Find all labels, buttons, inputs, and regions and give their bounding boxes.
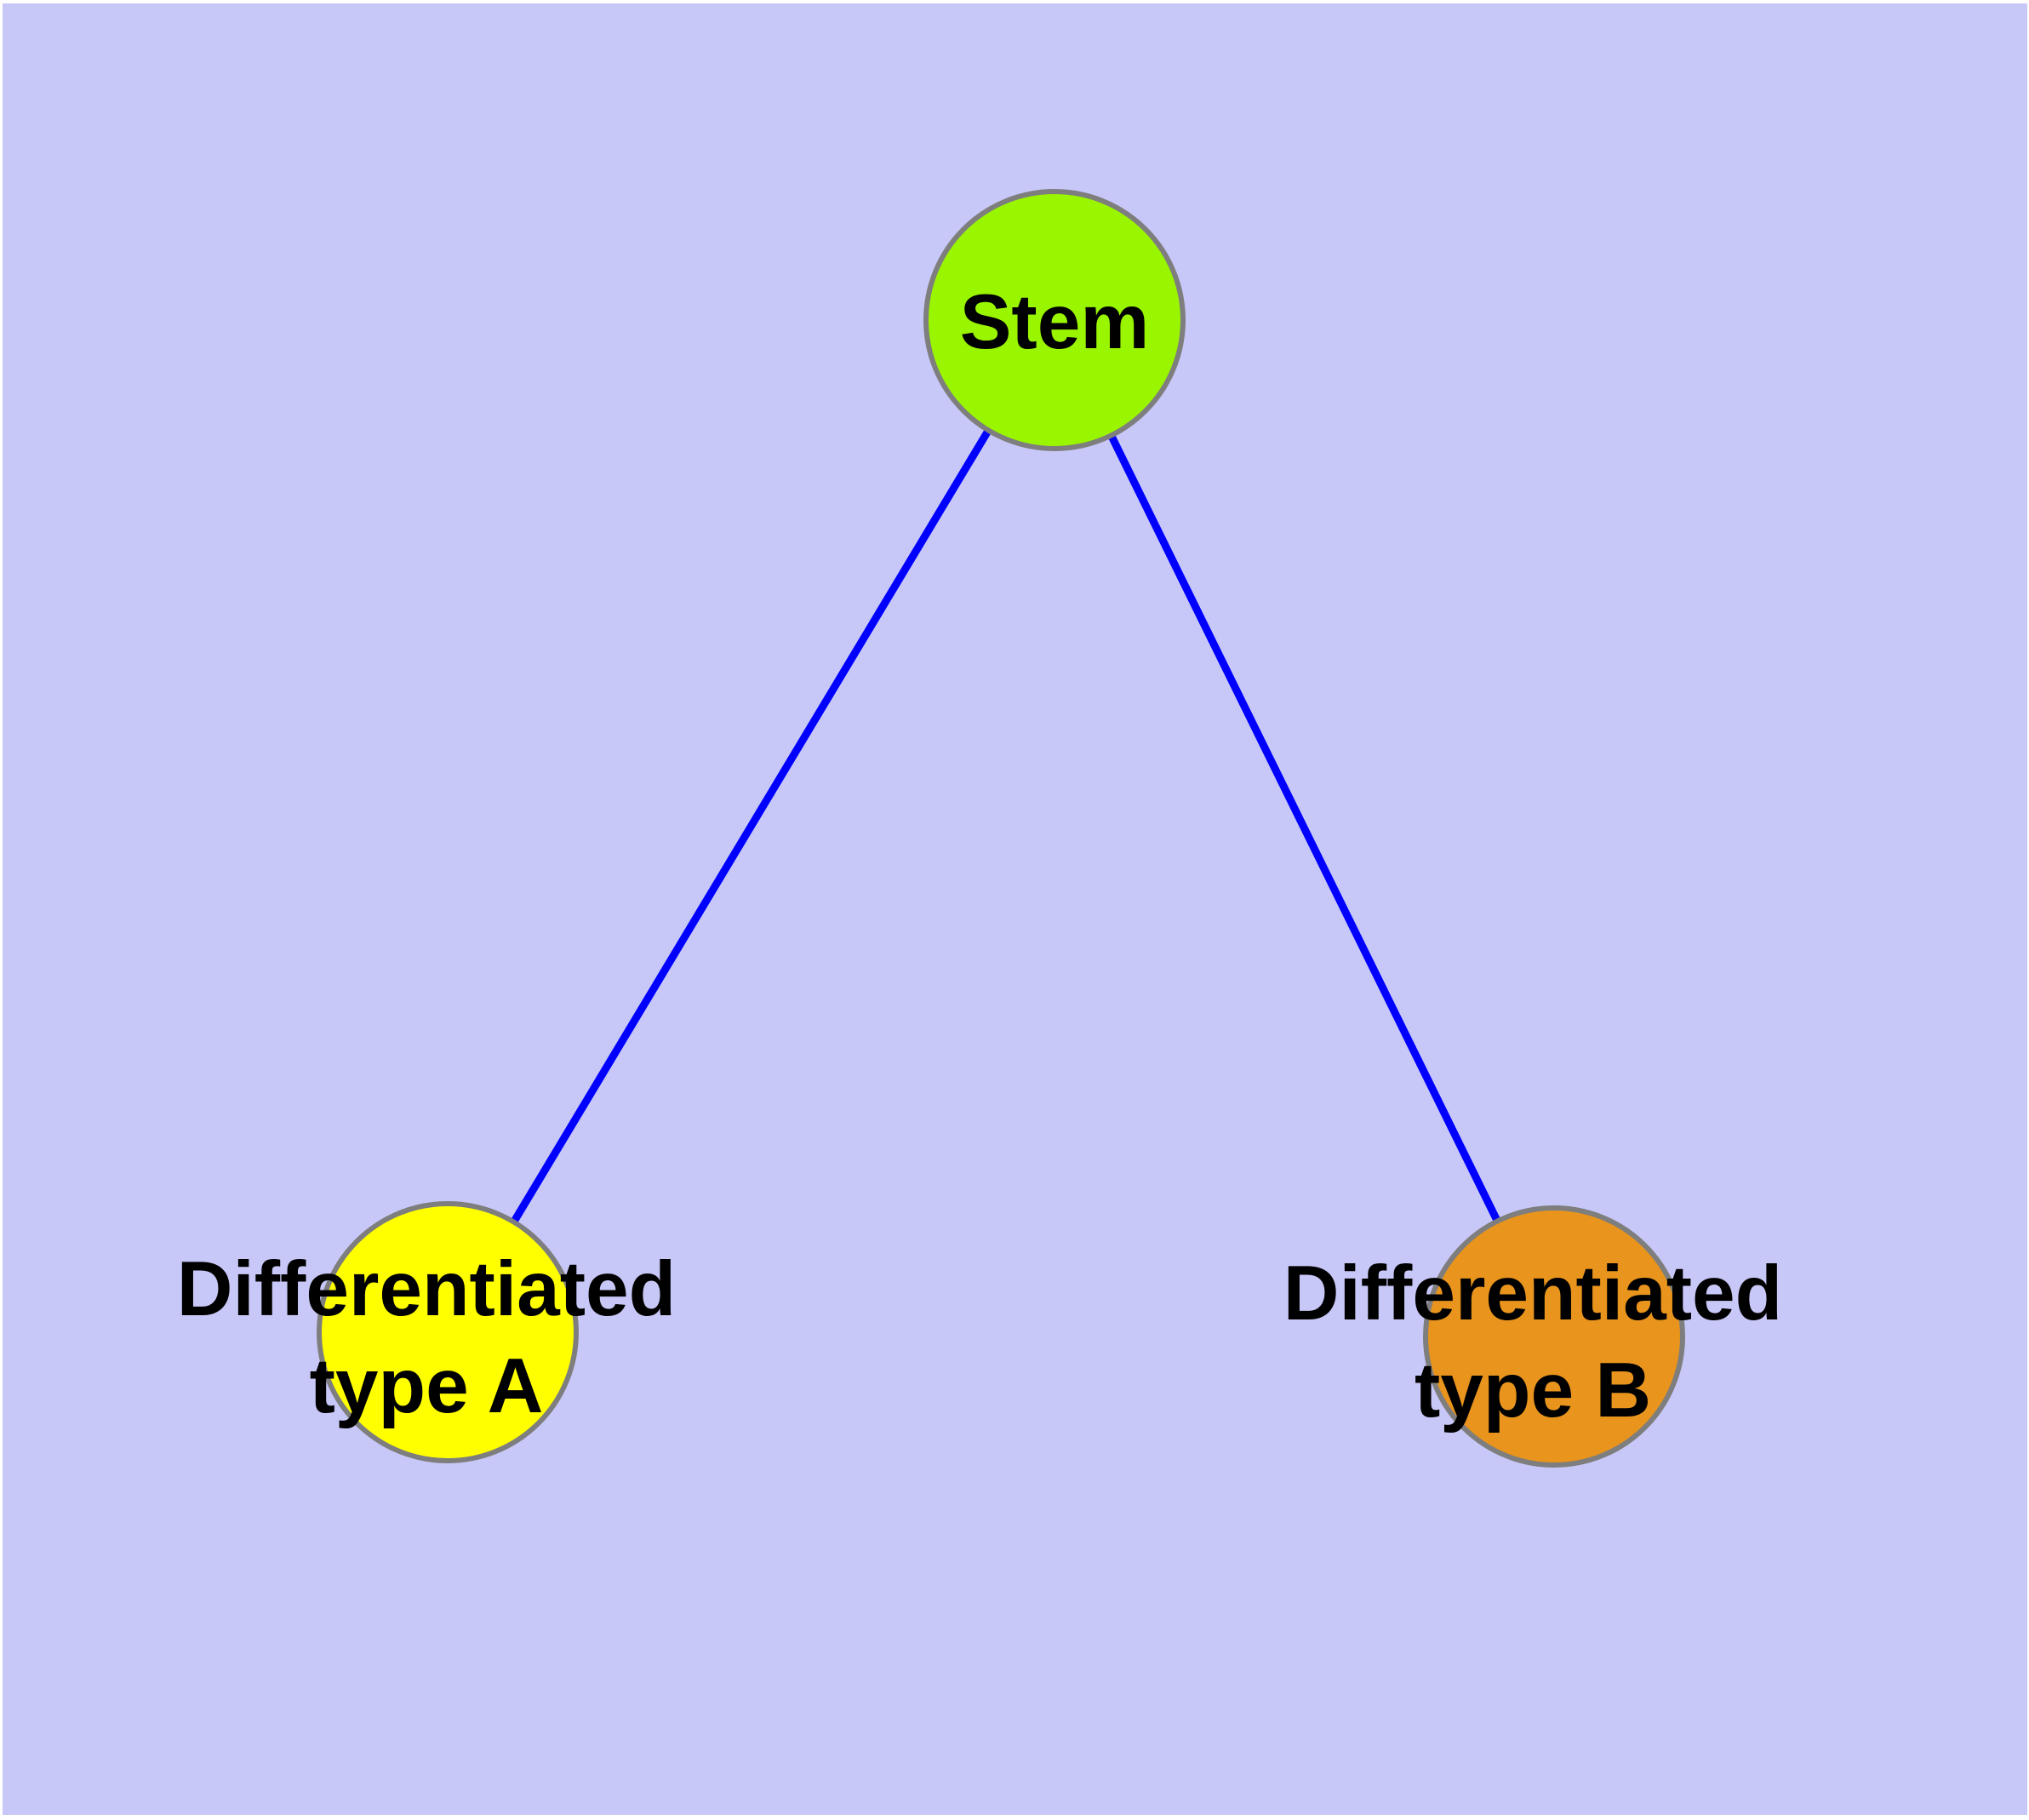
node-differentiated-type-b-circle (1423, 1205, 1685, 1468)
node-stem-label-line-1: Stem (960, 279, 1150, 365)
edges-layer (444, 318, 1558, 1338)
node-differentiated-type-b-label-line-1: Differentiated (1283, 1251, 1783, 1336)
node-stem-circle (923, 189, 1186, 451)
edge-stem-to-differentiated-type-a (444, 318, 1058, 1335)
node-differentiated-type-a-label-line-1: Differentiated (177, 1246, 677, 1332)
node-differentiated-type-a-circle (317, 1201, 579, 1463)
node-differentiated-type-a-label-line-2: type A (310, 1343, 544, 1429)
node-differentiated-type-b-label-line-2: type B (1415, 1348, 1651, 1434)
edge-stem-to-differentiated-type-b (1050, 318, 1558, 1338)
